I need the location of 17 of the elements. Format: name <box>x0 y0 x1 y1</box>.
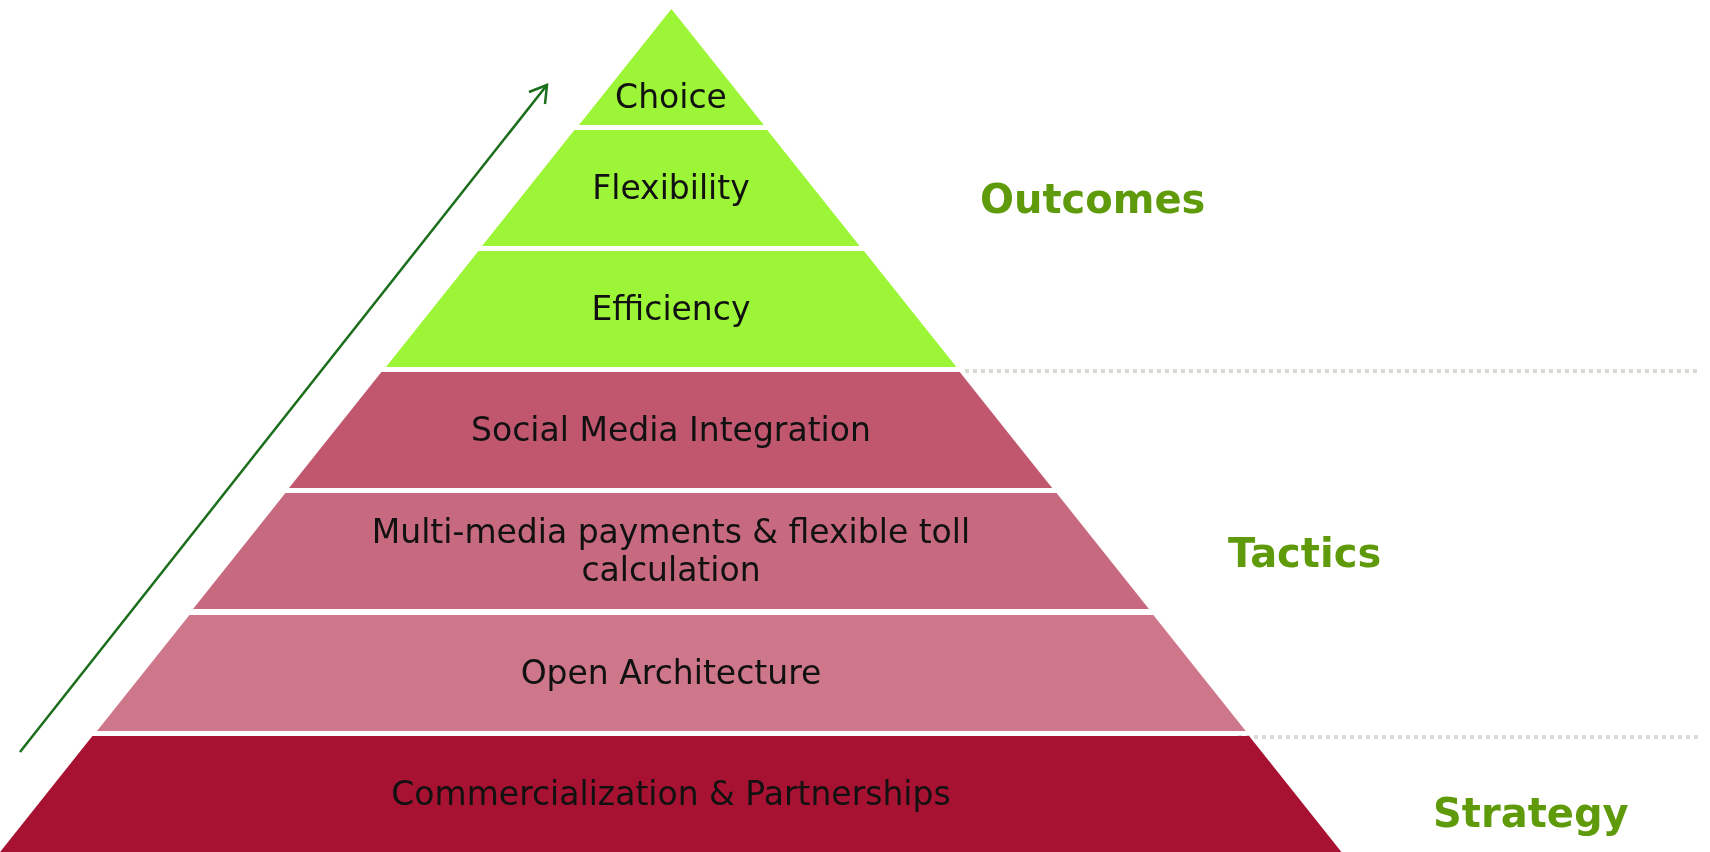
pyramid-layer <box>0 735 1342 852</box>
tier-label: Outcomes <box>980 176 1206 222</box>
layer-label: Multi-media payments & flexible toll calculation <box>371 513 971 590</box>
layer-label: Choice <box>615 78 727 116</box>
pyramid-layer <box>482 130 860 247</box>
layer-label: Efficiency <box>591 290 751 329</box>
tier-label: Strategy <box>1433 790 1629 836</box>
pyramid-layer <box>193 493 1149 610</box>
layer-label: Flexibility <box>592 169 750 208</box>
tier-label: Tactics <box>1228 530 1382 576</box>
layer-label: Commercialization & Partnerships <box>391 774 951 813</box>
pyramid-layer <box>578 9 764 126</box>
pyramid-layer <box>289 372 1053 489</box>
layer-label: Open Architecture <box>520 653 822 692</box>
layer-label: Social Media Integration <box>471 411 871 450</box>
pyramid-layer <box>96 614 1246 731</box>
pyramid-layer <box>385 251 957 368</box>
